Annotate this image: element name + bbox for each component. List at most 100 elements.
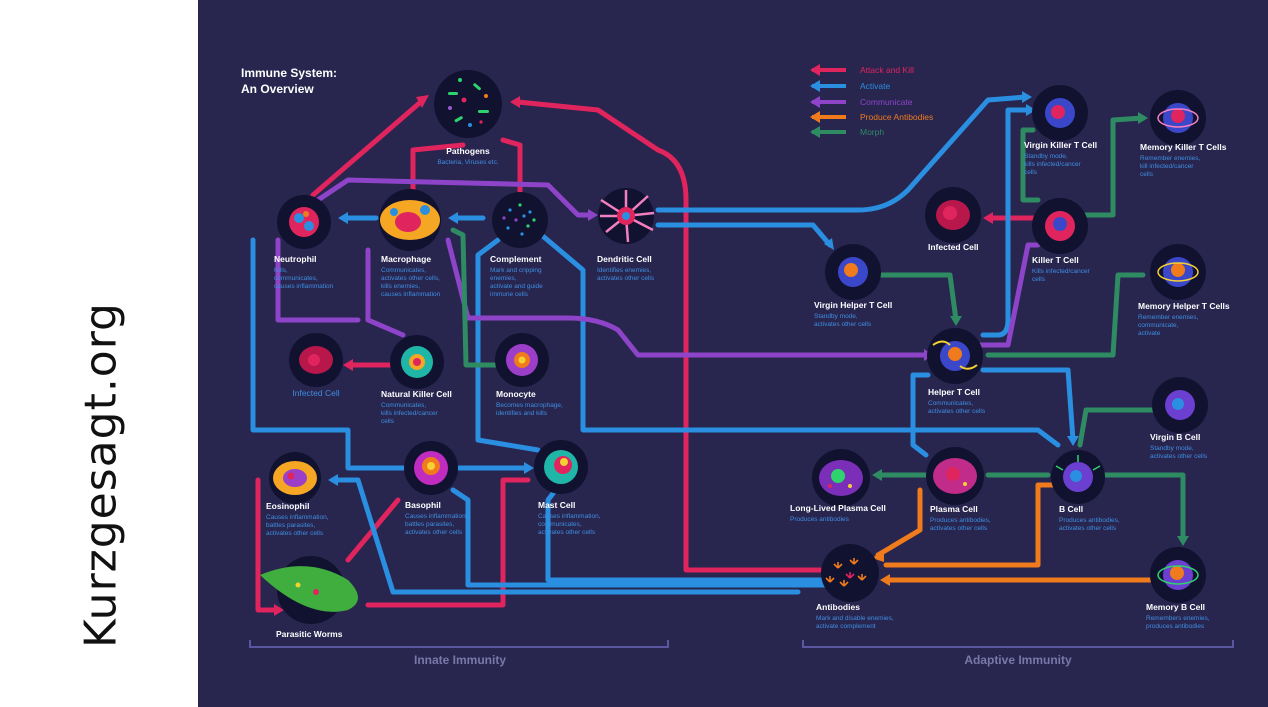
complement-dots-icon xyxy=(502,203,536,236)
arrow-helper-to-killer xyxy=(980,107,1033,338)
svg-text:kills infected/cancer: kills infected/cancer xyxy=(1024,161,1082,168)
svg-text:Adaptive Immunity: Adaptive Immunity xyxy=(964,653,1072,667)
mast-cell-icon xyxy=(544,450,578,484)
arrow-dendritic-to-virgin-killer xyxy=(655,94,1029,213)
svg-text:B Cell: B Cell xyxy=(1059,504,1083,514)
arrowhead xyxy=(1026,104,1036,116)
arrow-killer-to-memory-killer xyxy=(1080,115,1146,218)
svg-text:activates other cells: activates other cells xyxy=(597,275,655,282)
legend-item-attack: Attack and Kill xyxy=(810,64,914,76)
svg-text:Communicate: Communicate xyxy=(860,97,913,107)
svg-text:cells: cells xyxy=(381,418,395,425)
svg-text:Communicates,: Communicates, xyxy=(381,267,426,274)
legend-item-communicate: Communicate xyxy=(810,96,913,108)
svg-text:causes inflammation: causes inflammation xyxy=(274,283,334,290)
svg-text:communicates,: communicates, xyxy=(274,275,318,282)
svg-text:Infected Cell: Infected Cell xyxy=(928,242,979,252)
arrowhead xyxy=(1067,436,1079,446)
svg-text:cells: cells xyxy=(1024,169,1038,176)
section-innate: Innate Immunity xyxy=(249,640,669,667)
cell-monocyte: Monocyte Becomes macrophage, identifies … xyxy=(495,333,563,417)
eosinophil-icon xyxy=(273,461,317,495)
diagram-canvas: Immune System: An Overview Attack and Ki… xyxy=(241,64,1234,667)
legend-item-morph: Morph xyxy=(810,126,884,138)
arrowheads xyxy=(274,91,1189,616)
svg-text:Natural Killer Cell: Natural Killer Cell xyxy=(381,389,452,399)
svg-text:Virgin Helper T Cell: Virgin Helper T Cell xyxy=(814,300,892,310)
watermark-strip: Kurzgesagt.org xyxy=(0,0,198,707)
svg-text:battles parasites,: battles parasites, xyxy=(405,521,454,528)
cell-memory-b: Memory B Cell Remembers enemies, produce… xyxy=(1146,547,1210,630)
cell-mast: Mast Cell Causes inflammation, communica… xyxy=(534,440,601,536)
svg-text:Memory Killer T Cells: Memory Killer T Cells xyxy=(1140,142,1227,152)
watermark-text: Kurzgesagt.org xyxy=(75,302,127,648)
cell-infected-left: Infected Cell xyxy=(289,333,343,398)
svg-text:Standby mode,: Standby mode, xyxy=(1150,445,1194,452)
arrow-complement-to-bcell xyxy=(535,229,1061,448)
svg-text:Kills infected/cancer: Kills infected/cancer xyxy=(1032,268,1091,275)
arrow-virgin-killer-to-killer xyxy=(1020,127,1041,203)
arrow-mast-to-worms xyxy=(365,477,531,608)
svg-text:Virgin Killer T Cell: Virgin Killer T Cell xyxy=(1024,140,1097,150)
cell-infected-right: Infected Cell xyxy=(925,187,981,252)
svg-text:produces antibodies: produces antibodies xyxy=(1146,623,1205,630)
svg-text:causes inflammation: causes inflammation xyxy=(381,291,441,298)
worm-icon xyxy=(260,566,358,612)
arrow-neutrophil-dendritic-comm xyxy=(315,177,596,218)
cell-virgin-b: Virgin B Cell Standby mode, activates ot… xyxy=(1150,377,1208,460)
arrow-complement-to-pathogens xyxy=(500,137,523,198)
cell-macrophage: Macrophage Communicates, activates other… xyxy=(379,189,441,298)
svg-text:activates other cells: activates other cells xyxy=(930,525,988,532)
arrow-dendritic-to-virgin-helper xyxy=(655,222,833,248)
svg-text:activates other cells: activates other cells xyxy=(266,530,324,537)
cell-virgin-killer-t: Virgin Killer T Cell Standby mode, kills… xyxy=(1024,85,1097,176)
svg-text:Antibodies: Antibodies xyxy=(816,602,860,612)
arrowhead xyxy=(328,474,338,486)
arrow-macrophage-nk-comm xyxy=(365,247,406,338)
cell-dendritic: Dendritic Cell Identifies enemies, activ… xyxy=(597,188,655,282)
neutrophil-icon xyxy=(289,207,319,237)
section-adaptive: Adaptive Immunity xyxy=(802,640,1234,667)
svg-text:identifies and kills: identifies and kills xyxy=(496,410,548,417)
svg-text:Dendritic Cell: Dendritic Cell xyxy=(597,254,652,264)
arrow-helper-to-memory-helper-morph xyxy=(985,272,1146,358)
cell-parasitic-worms: Parasitic Worms xyxy=(260,556,358,639)
svg-text:Helper T Cell: Helper T Cell xyxy=(928,387,980,397)
arrow-helper-to-plasma xyxy=(910,372,931,458)
svg-text:Causes inflammation,: Causes inflammation, xyxy=(266,514,329,521)
svg-text:Mast Cell: Mast Cell xyxy=(538,500,575,510)
cell-killer-t: Killer T Cell Kills infected/cancer cell… xyxy=(1032,198,1091,283)
cell-b: B Cell Produces antibodies, activates ot… xyxy=(1051,450,1120,532)
svg-text:Attack and Kill: Attack and Kill xyxy=(860,65,914,75)
cell-neutrophil: Neutrophil Kills, communicates, causes i… xyxy=(274,195,334,290)
cell-long-lived-plasma: Long-Lived Plasma Cell Produces antibodi… xyxy=(790,449,886,523)
svg-text:Communicates,: Communicates, xyxy=(928,400,973,407)
arrow-complement-to-mast xyxy=(475,237,541,453)
basophil-icon xyxy=(414,451,448,485)
cell-plasma: Plasma Cell Produces antibodies, activat… xyxy=(926,447,991,532)
arrow-antibodies-to-basophil xyxy=(450,487,831,588)
svg-text:Memory Helper T Cells: Memory Helper T Cells xyxy=(1138,301,1230,311)
svg-text:activates other cells,: activates other cells, xyxy=(381,275,440,282)
bacteria-cluster-icon xyxy=(448,78,489,127)
cell-pathogens: Pathogens Bacteria, Viruses etc. xyxy=(434,70,502,166)
connections xyxy=(250,94,1186,613)
arrowhead xyxy=(950,316,962,326)
svg-text:Mark and cripping: Mark and cripping xyxy=(490,267,542,274)
svg-text:cells: cells xyxy=(1032,276,1046,283)
immune-system-poster: Immune System: An Overview Attack and Ki… xyxy=(198,0,1268,707)
svg-text:Produces antibodies,: Produces antibodies, xyxy=(1059,517,1120,524)
arrowhead xyxy=(416,95,429,108)
arrow-plasma-to-antibodies xyxy=(875,487,923,558)
svg-text:Morph: Morph xyxy=(860,127,884,137)
svg-text:Communicates,: Communicates, xyxy=(381,402,426,409)
antibody-y-icons xyxy=(825,558,867,587)
svg-text:Causes inflammation,: Causes inflammation, xyxy=(538,513,601,520)
svg-text:Innate Immunity: Innate Immunity xyxy=(414,653,506,667)
arrowhead xyxy=(274,604,284,616)
arrowhead xyxy=(343,359,353,371)
arrow-bcell-to-antibodies xyxy=(883,482,1061,568)
svg-text:Killer T Cell: Killer T Cell xyxy=(1032,255,1079,265)
arrowhead xyxy=(510,96,520,108)
svg-text:Standby mode,: Standby mode, xyxy=(814,313,858,320)
